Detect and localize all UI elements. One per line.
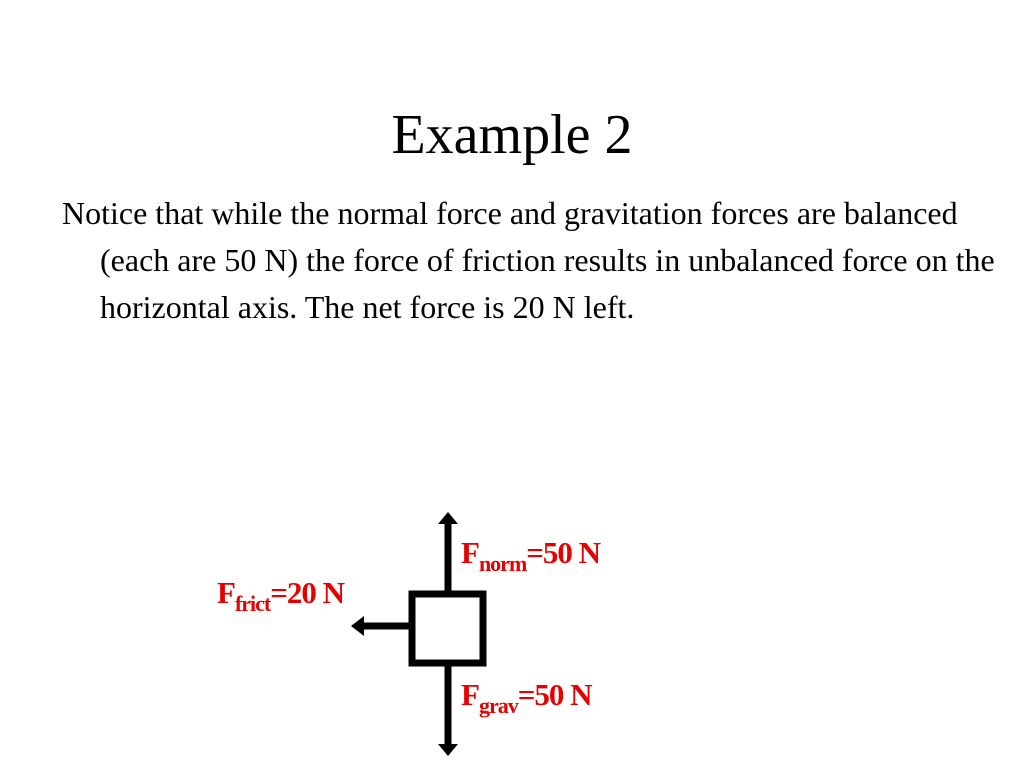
- object-box: [408, 590, 487, 667]
- gravity-force-symbol: F: [461, 677, 480, 712]
- gravity-force-value: =50 N: [517, 677, 593, 712]
- normal-force-arrow-head: [438, 512, 458, 524]
- normal-force-symbol: F: [461, 535, 480, 570]
- gravity-force-label: Fgrav=50 N: [461, 677, 593, 718]
- slide-body-text: Notice that while the normal force and g…: [62, 195, 995, 325]
- friction-force-arrow-head: [351, 616, 364, 636]
- normal-force-value: =50 N: [526, 535, 601, 570]
- gravity-force-arrow-head: [438, 744, 458, 756]
- gravity-force-subscript: grav: [478, 693, 519, 718]
- normal-force-label: Fnorm=50 N: [461, 535, 601, 576]
- friction-force-subscript: frict: [234, 591, 271, 616]
- friction-force-value: =20 N: [270, 575, 345, 610]
- slide-title: Example 2: [391, 104, 633, 166]
- friction-force-label: Ffrict=20 N: [217, 575, 345, 616]
- normal-force-subscript: norm: [478, 551, 527, 576]
- friction-force-symbol: F: [217, 575, 236, 610]
